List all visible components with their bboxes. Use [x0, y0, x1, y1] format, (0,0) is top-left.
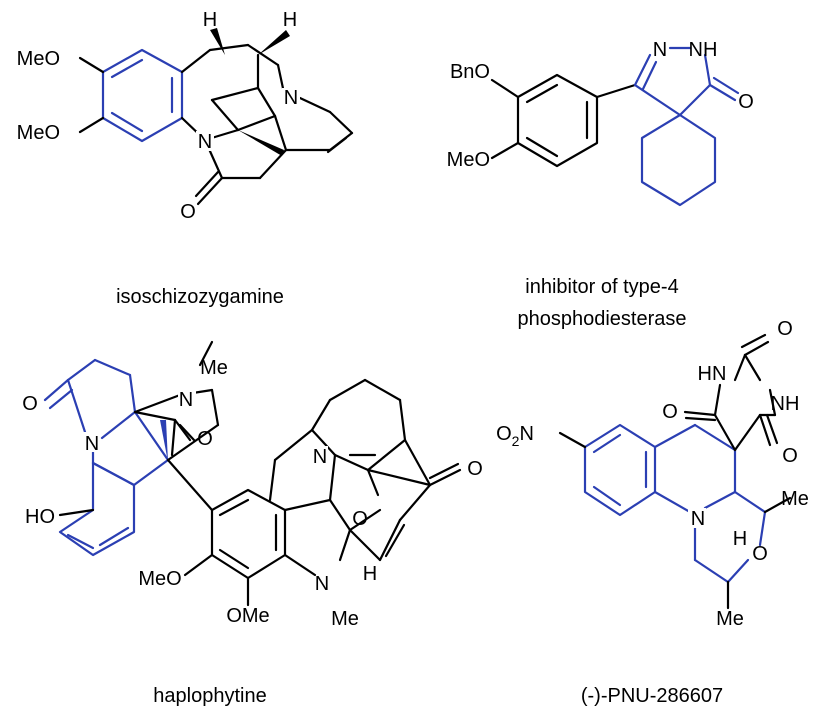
caption-isoschizozygamine: isoschizozygamine: [116, 286, 284, 308]
pnu-nh-label: NH: [771, 393, 800, 415]
pde4-n-label: N: [653, 39, 667, 61]
haplo-me1-label: Me: [200, 357, 228, 379]
isoschizo-h1-label: H: [203, 9, 217, 31]
haplo-me2-label: Me: [331, 608, 359, 630]
pnu-me1-label: Me: [781, 488, 809, 510]
pnu-o2-label: O: [662, 401, 678, 423]
isoschizo-ome-top-label: MeO: [17, 48, 60, 70]
caption-pde4-line1: inhibitor of type-4: [525, 276, 678, 298]
pnu-o1-label: O: [777, 318, 793, 340]
benzene-ring-2: [516, 73, 599, 168]
haplo-n2-label: N: [85, 433, 99, 455]
haplo-ome1-label: MeO: [138, 568, 181, 590]
pde4-inhibitor-structure: BnO MeO N NH O: [447, 39, 754, 207]
pnu-nitro-o-label: O2N: [496, 423, 534, 449]
haplo-n3-label: N: [313, 446, 327, 468]
haplo-h-label: H: [363, 563, 377, 585]
indoline-ring: [210, 488, 287, 580]
haplo-ho-label: HO: [25, 506, 55, 528]
isoschizo-n2-label: N: [284, 87, 298, 109]
pde4-obn-label: BnO: [450, 61, 490, 83]
phenol-ring: [58, 461, 136, 557]
isoschizozygamine-structure: MeO MeO N N O H H: [17, 9, 354, 223]
haplo-o1-label: O: [22, 393, 38, 415]
haplo-ome2-label: OMe: [226, 605, 269, 627]
nitro-benzene-ring: [583, 423, 657, 517]
haplo-o2-label: O: [197, 428, 213, 450]
isoschizo-n1-label: N: [198, 131, 212, 153]
isoschizo-h2-label: H: [283, 9, 297, 31]
cyclohexane-ring: [640, 113, 717, 207]
haplo-o3-label: O: [352, 508, 368, 530]
haplo-o4-label: O: [467, 458, 483, 480]
isoschizo-ome-bottom-label: MeO: [17, 122, 60, 144]
pde4-o-label: O: [738, 91, 754, 113]
haplo-n4-label: N: [315, 573, 329, 595]
pnu-h-label: H: [733, 528, 747, 550]
pde4-nh-label: NH: [689, 39, 718, 61]
caption-pnu-286607: (-)-PNU-286607: [581, 685, 723, 707]
caption-pde4-line2: phosphodiesterase: [517, 308, 686, 330]
pnu-hn-label: HN: [698, 363, 727, 385]
pnu-n-label: N: [691, 508, 705, 530]
isoschizo-o-label: O: [180, 201, 196, 223]
pnu-o4-label: O: [752, 543, 768, 565]
caption-haplophytine: haplophytine: [153, 685, 266, 707]
benzene-ring-1: [101, 48, 184, 143]
pde4-ome-label: MeO: [447, 149, 490, 171]
pnu-me2-label: Me: [716, 608, 744, 630]
haplophytine-structure: Me N N O O HO N O O MeO OMe N Me H: [22, 340, 483, 630]
pnu-o3-label: O: [782, 445, 798, 467]
pnu-286607-structure: O2N HN O NH O O N H O Me Me: [496, 318, 809, 630]
haplo-n1-label: N: [179, 389, 193, 411]
